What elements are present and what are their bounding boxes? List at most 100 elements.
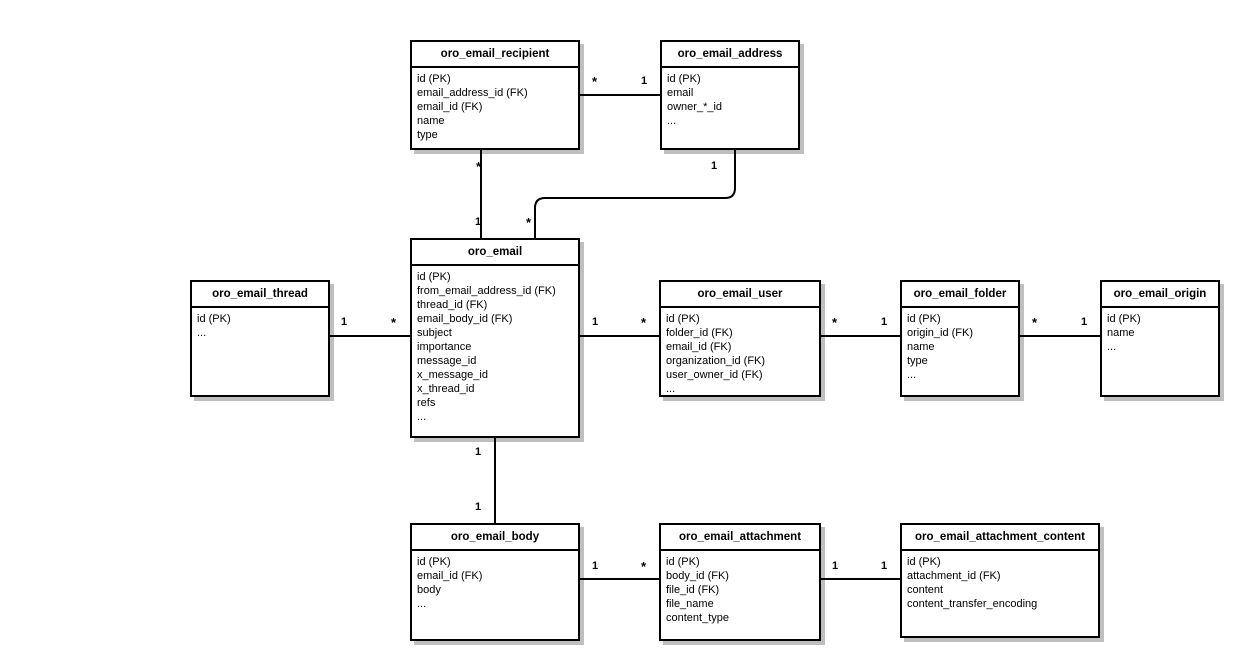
entity-attribute: organization_id (FK) xyxy=(666,355,766,367)
entity-title-oro_email_body: oro_email_body xyxy=(412,525,578,551)
entity-title-oro_email_thread: oro_email_thread xyxy=(192,282,328,308)
entity-attribute: thread_id (FK) xyxy=(417,299,488,311)
entity-title-oro_email: oro_email xyxy=(412,240,578,266)
entity-attributes-oro_email_attachment: id (PK) body_id (FK) file_id (FK) file_name… xyxy=(661,551,819,625)
entity-attribute: id (PK) xyxy=(666,556,700,568)
entity-attribute: type xyxy=(417,129,438,141)
entity-attribute: id (PK) xyxy=(417,73,451,85)
cardinality-label-attachment-content-to: 1 xyxy=(881,560,888,572)
cardinality-label-email-user-from: 1 xyxy=(592,316,599,328)
entity-title-oro_email_origin: oro_email_origin xyxy=(1102,282,1218,308)
cardinality-label-address-email-to: * xyxy=(526,215,532,230)
entity-title-oro_email_attachment: oro_email_attachment xyxy=(661,525,819,551)
cardinality-label-recipient-address-to: 1 xyxy=(641,75,648,87)
entity-attribute: id (PK) xyxy=(417,271,451,283)
entity-attributes-oro_email_recipient: id (PK) email_address_id (FK) email_id (FK… xyxy=(412,68,578,142)
cardinality-label-recipient-email-from: * xyxy=(476,159,482,174)
entity-title-oro_email_recipient: oro_email_recipient xyxy=(412,42,578,68)
entity-attribute: attachment_id (FK) xyxy=(907,570,1001,582)
entity-attribute: email_id (FK) xyxy=(666,341,732,353)
cardinality-label-attachment-content-from: 1 xyxy=(832,560,839,572)
entity-attributes-oro_email_address: id (PK) email owner_*_id... xyxy=(662,68,798,128)
entity-attribute: file_name xyxy=(666,598,714,610)
entity-attribute: x_thread_id xyxy=(417,383,475,395)
entity-attribute: email_id (FK) xyxy=(417,570,483,582)
entity-attribute: importance xyxy=(417,341,472,353)
entity-attribute: name xyxy=(417,115,445,127)
entity-attributes-oro_email_user: id (PK) folder_id (FK) email_id (FK) organi… xyxy=(661,308,819,396)
relationship-edge-address-email xyxy=(534,150,736,238)
entity-attribute: ... xyxy=(197,327,207,339)
cardinality-label-thread-email-to: * xyxy=(391,315,397,330)
entity-attributes-oro_email_body: id (PK) email_id (FK) body... xyxy=(412,551,578,611)
cardinality-label-email-body-to: 1 xyxy=(475,501,482,513)
entity-attribute: content_type xyxy=(666,612,729,624)
entity-attributes-oro_email_folder: id (PK) origin_id (FK) name type... xyxy=(902,308,1018,382)
cardinality-label-recipient-address-from: * xyxy=(592,74,598,89)
entity-attribute: folder_id (FK) xyxy=(666,327,733,339)
entity-attribute: message_id xyxy=(417,355,477,367)
cardinality-label-body-attachment-from: 1 xyxy=(592,560,599,572)
entity-attribute: ... xyxy=(1107,341,1117,353)
entity-attribute: x_message_id xyxy=(417,369,488,381)
entity-attribute: email_address_id (FK) xyxy=(417,87,528,99)
cardinality-label-recipient-email-to: 1 xyxy=(475,216,482,228)
entity-attribute: id (PK) xyxy=(667,73,701,85)
entity-attributes-oro_email_origin: id (PK) name... xyxy=(1102,308,1218,354)
entity-attributes-oro_email: id (PK) from_email_address_id (FK) thread_… xyxy=(412,266,578,424)
entity-attribute: ... xyxy=(907,369,917,381)
entity-attribute: id (PK) xyxy=(1107,313,1141,325)
entity-title-oro_email_user: oro_email_user xyxy=(661,282,819,308)
cardinality-label-address-email-from: 1 xyxy=(711,160,718,172)
entity-attribute: name xyxy=(907,341,935,353)
entity-attribute: name xyxy=(1107,327,1135,339)
entity-attribute: id (PK) xyxy=(417,556,451,568)
cardinality-label-folder-origin-from: * xyxy=(1032,315,1038,330)
entity-attribute: ... xyxy=(417,411,427,423)
entity-attribute: owner_*_id xyxy=(667,101,723,113)
entity-attribute: from_email_address_id (FK) xyxy=(417,285,556,297)
cardinality-label-user-folder-from: * xyxy=(832,315,838,330)
entity-attributes-oro_email_thread: id (PK)... xyxy=(192,308,328,340)
cardinality-label-user-folder-to: 1 xyxy=(881,316,888,328)
entity-title-oro_email_folder: oro_email_folder xyxy=(902,282,1018,308)
entity-attribute: origin_id (FK) xyxy=(907,327,974,339)
cardinality-label-thread-email-from: 1 xyxy=(341,316,348,328)
entity-attribute: body_id (FK) xyxy=(666,570,729,582)
entity-attribute: id (PK) xyxy=(907,556,941,568)
entity-attribute: ... xyxy=(417,598,427,610)
entity-attribute: ... xyxy=(667,115,677,127)
entity-attribute: ... xyxy=(666,383,676,395)
cardinality-label-folder-origin-to: 1 xyxy=(1081,316,1088,328)
entity-attribute: email_id (FK) xyxy=(417,101,483,113)
entity-title-oro_email_attachment_content: oro_email_attachment_content xyxy=(902,525,1098,551)
entity-attribute: id (PK) xyxy=(197,313,231,325)
cardinality-label-email-body-from: 1 xyxy=(475,446,482,458)
entity-attribute: body xyxy=(417,584,441,596)
entity-attribute: id (PK) xyxy=(907,313,941,325)
entity-attribute: subject xyxy=(417,327,452,339)
entity-title-oro_email_address: oro_email_address xyxy=(662,42,798,68)
entity-attribute: email_body_id (FK) xyxy=(417,313,513,325)
entity-attribute: user_owner_id (FK) xyxy=(666,369,763,381)
entity-attribute: content xyxy=(907,584,944,596)
cardinality-label-body-attachment-to: * xyxy=(641,559,647,574)
cardinality-label-email-user-to: * xyxy=(641,315,647,330)
entity-attribute: file_id (FK) xyxy=(666,584,720,596)
entity-attribute: type xyxy=(907,355,928,367)
entity-attribute: refs xyxy=(417,397,436,409)
entity-attribute: email xyxy=(667,87,694,99)
entity-attribute: id (PK) xyxy=(666,313,700,325)
